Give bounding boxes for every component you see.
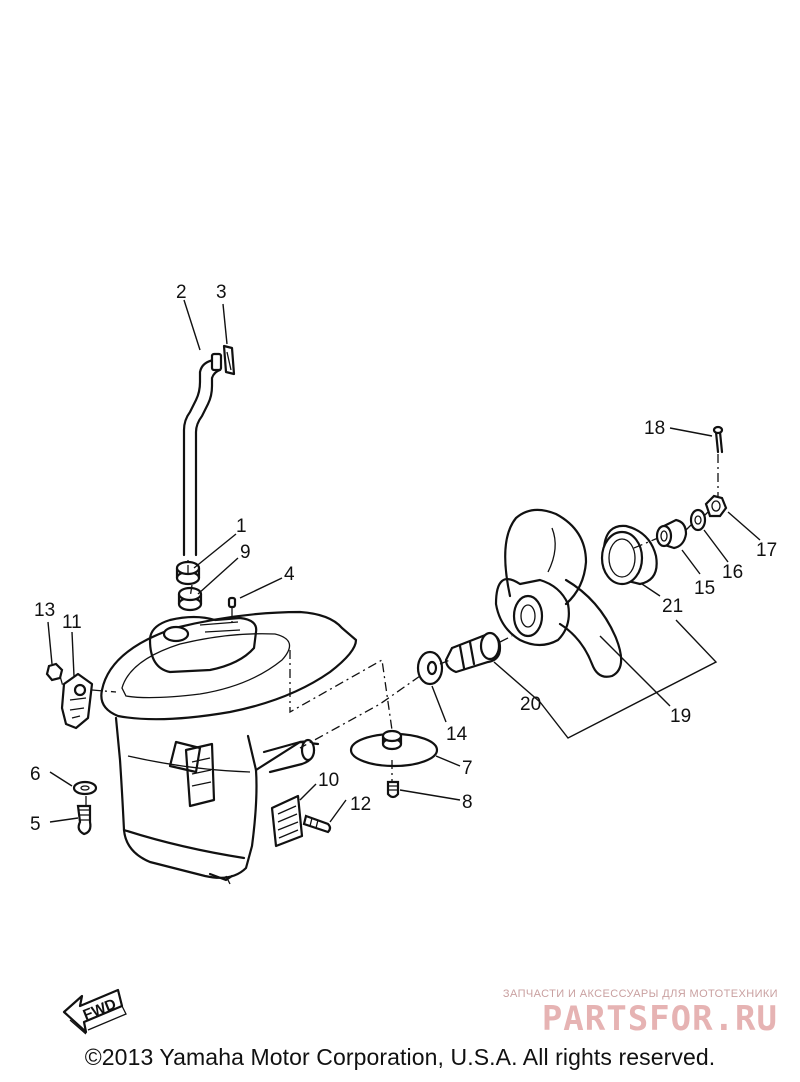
nut-part-17 xyxy=(704,494,728,518)
leader-lines xyxy=(47,299,761,823)
washer-part-15 xyxy=(655,518,688,550)
callout-labels: 2 3 1 9 4 13 11 6 5 10 12 7 8 14 20 19 2… xyxy=(30,282,777,835)
clip-part-3 xyxy=(222,344,236,376)
watermark: ЗАПЧАСТИ И АКСЕССУАРЫ ДЛЯ МОТОТЕХНИКИ PA… xyxy=(503,988,778,1038)
callout-10: 10 xyxy=(318,770,339,791)
callout-11: 11 xyxy=(62,612,82,633)
seal-part-9 xyxy=(177,586,203,612)
bolt-part-5 xyxy=(76,804,92,836)
callout-3: 3 xyxy=(216,282,227,303)
callout-6: 6 xyxy=(30,764,41,785)
bolt-part-12 xyxy=(302,814,332,834)
callout-8: 8 xyxy=(462,792,473,813)
callout-20: 20 xyxy=(520,694,541,715)
callout-19: 19 xyxy=(670,706,691,727)
watermark-logo: PARTSFOR.RU xyxy=(541,999,778,1039)
callout-16: 16 xyxy=(722,562,743,583)
anode-part-10 xyxy=(270,794,304,848)
callout-15: 15 xyxy=(694,578,715,599)
callout-12: 12 xyxy=(350,794,371,815)
callout-13: 13 xyxy=(34,600,55,621)
callout-7: 7 xyxy=(462,758,473,779)
callout-5: 5 xyxy=(30,814,41,835)
callout-17: 17 xyxy=(756,540,777,561)
lower-casing xyxy=(100,610,358,885)
washer-part-16 xyxy=(689,508,707,532)
assembly-lines xyxy=(59,454,719,806)
callout-14: 14 xyxy=(446,724,468,745)
callout-21: 21 xyxy=(662,596,683,617)
water-tube-part-2 xyxy=(182,352,223,557)
callout-2: 2 xyxy=(176,282,187,303)
washer-part-6 xyxy=(72,780,98,796)
callout-18: 18 xyxy=(644,418,665,439)
watermark-tagline: ЗАПЧАСТИ И АКСЕССУАРЫ ДЛЯ МОТОТЕХНИКИ xyxy=(502,988,778,1000)
plate-part-7 xyxy=(349,729,439,768)
fwd-arrow-icon: FWD xyxy=(62,988,127,1035)
callout-1: 1 xyxy=(236,516,247,537)
dowel-pin-part-4 xyxy=(227,596,237,609)
propeller-part-19 xyxy=(494,508,623,678)
callout-9: 9 xyxy=(240,542,251,563)
cotter-pin-part-18 xyxy=(712,425,724,454)
thrust-washer-part-14 xyxy=(416,650,444,686)
cover-part-11 xyxy=(60,672,94,730)
spacer-part-20 xyxy=(444,631,502,674)
callout-4: 4 xyxy=(284,564,295,585)
copyright-notice: ©2013 Yamaha Motor Corporation, U.S.A. A… xyxy=(84,1044,716,1070)
spacer-ring-part-21 xyxy=(600,524,658,586)
screw-part-8 xyxy=(386,780,400,799)
nut-part-13 xyxy=(45,662,64,682)
